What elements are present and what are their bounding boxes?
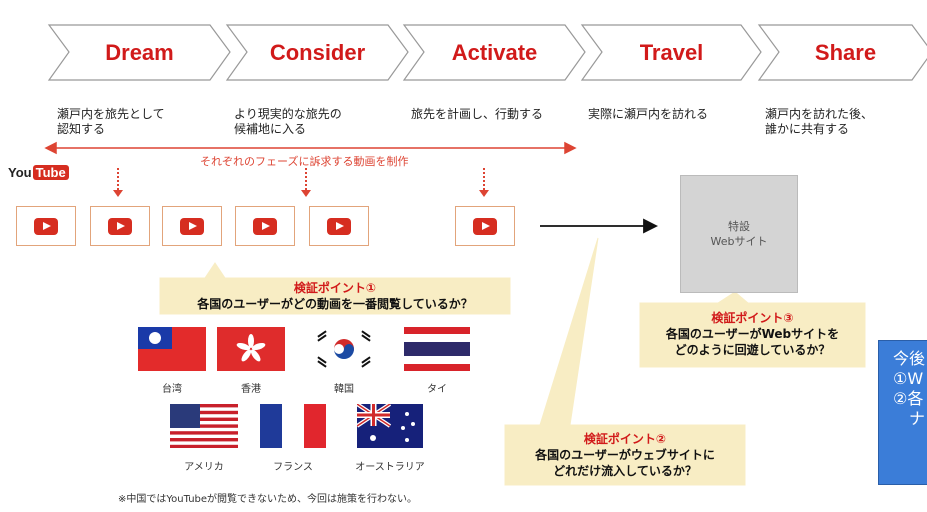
youtube-logo-you: You	[8, 165, 32, 180]
video-thumbnail[interactable]	[162, 206, 222, 246]
taiwan-flag-icon	[138, 327, 206, 371]
stage-chevron-share	[757, 24, 927, 81]
phase-range-arrow	[44, 141, 577, 155]
stage-chevron-travel	[580, 24, 762, 81]
flow-arrow	[540, 218, 659, 234]
play-icon	[108, 217, 132, 235]
checkpoint-3-title: 検証ポイント③	[711, 311, 794, 325]
stage-label-share: Share	[814, 39, 877, 65]
play-icon	[34, 217, 58, 235]
dotted-arrow	[479, 168, 489, 197]
country-label-usa: アメリカ	[184, 462, 224, 473]
checkpoint-3-body: 各国のユーザーがWebサイトを どのように回遊しているか？	[665, 327, 840, 357]
checkpoint-2-body: 各国のユーザーがウェブサイトに どれだけ流入しているか？	[535, 448, 715, 478]
country-label-hongkong: 香港	[241, 384, 261, 395]
checkpoint-1: 検証ポイント① 各国のユーザーがどの動画を一番閲覧しているか？	[160, 279, 510, 312]
country-label-thailand: タイ	[427, 384, 447, 395]
youtube-logo-tube: Tube	[32, 165, 69, 180]
checkpoint-1-title: 検証ポイント①	[293, 281, 377, 295]
usa-flag-icon	[170, 404, 238, 448]
stage-chevron-activate	[402, 24, 586, 81]
youtube-logo: You Tube	[8, 165, 69, 180]
hongkong-flag-icon	[217, 327, 285, 371]
stage-chevron-consider	[225, 24, 409, 81]
play-icon	[253, 217, 277, 235]
future-plan-box: 今後 ①W ②各 ナ	[878, 340, 927, 485]
stage-desc-share: 瀬戸内を訪れた後、 誰かに共有する	[765, 107, 874, 136]
country-label-korea: 韓国	[334, 384, 354, 395]
korea-flag-icon	[311, 327, 377, 371]
checkpoint-2: 検証ポイント② 各国のユーザーがウェブサイトに どれだけ流入しているか？	[505, 430, 745, 479]
footnote: ※中国ではYouTubeが閲覧できないため、今回は施策を行わない。	[118, 494, 418, 505]
video-thumbnail[interactable]	[16, 206, 76, 246]
country-label-taiwan: 台湾	[162, 384, 182, 395]
stage-desc-activate: 旅先を計画し、行動する	[411, 107, 544, 121]
play-icon	[473, 217, 497, 235]
australia-flag-icon	[357, 404, 423, 448]
country-label-france: フランス	[273, 462, 313, 473]
checkpoint-3: 検証ポイント③ 各国のユーザーがWebサイトを どのように回遊しているか？	[640, 309, 865, 358]
stage-desc-travel: 実際に瀬戸内を訪れる	[588, 107, 709, 121]
play-icon	[327, 217, 351, 235]
thailand-flag-icon	[404, 327, 470, 371]
checkpoint-2-title: 検証ポイント②	[583, 432, 667, 446]
dotted-arrow	[301, 168, 311, 197]
country-label-australia: オーストラリア	[355, 462, 425, 473]
dotted-arrow	[113, 168, 123, 197]
stage-label-consider: Consider	[269, 39, 366, 65]
play-icon	[180, 217, 204, 235]
stage-desc-consider: より現実的な旅先の 候補地に入る	[234, 107, 342, 136]
france-flag-icon	[260, 404, 326, 448]
checkpoint-1-body: 各国のユーザーがどの動画を一番閲覧しているか？	[197, 297, 473, 311]
stage-desc-dream: 瀬戸内を旅先として 認知する	[57, 107, 165, 136]
stage-label-dream: Dream	[105, 39, 174, 65]
video-thumbnail[interactable]	[90, 206, 150, 246]
video-thumbnail[interactable]	[235, 206, 295, 246]
video-thumbnail[interactable]	[309, 206, 369, 246]
callout-1-shape	[159, 262, 511, 315]
stage-label-travel: Travel	[639, 39, 704, 65]
stage-label-activate: Activate	[451, 39, 538, 65]
phase-note: それぞれのフェーズに訴求する動画を制作	[200, 155, 409, 168]
stage-chevron-dream	[47, 24, 231, 81]
callout-3-shape	[639, 291, 866, 368]
video-thumbnail[interactable]	[455, 206, 515, 246]
special-website-box: 特設 Webサイト	[680, 175, 798, 293]
callout-2-shape	[504, 237, 746, 486]
